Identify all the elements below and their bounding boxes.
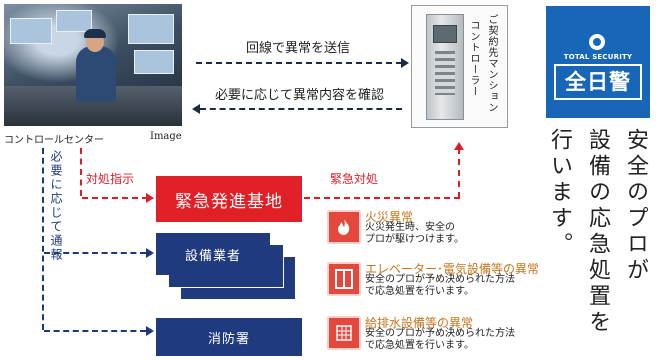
incident-desc-line1: 火災発生時、安全の <box>365 222 455 233</box>
send-alert-label: 回線で異常を送信 <box>246 41 351 56</box>
incident-desc-line2: プロが駆けつけます。 <box>365 234 464 245</box>
emergency-response-vertical <box>458 148 460 198</box>
instruction-arrow <box>146 193 154 203</box>
mansion-label: ご契約先マンション <box>486 14 497 113</box>
company-logo: TOTAL SECURITY 全日警 <box>546 6 650 118</box>
vendor-line <box>44 252 146 254</box>
equipment-vendor-node: 設備業者 <box>156 233 270 275</box>
logo-emblem-icon <box>589 34 605 50</box>
photo-caption: コントロールセンター <box>4 135 104 146</box>
plumbing-icon <box>327 316 361 350</box>
incident-title: 給排水設備等の異常 <box>365 316 474 330</box>
fire-station-node: 消防署 <box>156 318 302 356</box>
instruction-label: 対処指示 <box>86 172 135 186</box>
incident-elevator: エレベーター･電気設備等の異常 安全のプロが予め決められた方法 で応急処置を行い… <box>327 262 539 297</box>
vendor-arrow <box>146 248 154 258</box>
incident-desc-line2: で応急処置を行います。 <box>365 340 474 351</box>
controller-label: コントローラー <box>468 20 479 97</box>
incident-desc-line2: で応急処置を行います。 <box>365 286 474 297</box>
elevator-icon <box>327 262 361 296</box>
headline-line2: 設備の応急処置を <box>585 128 610 336</box>
incident-title: 火災異常 <box>365 210 414 224</box>
confirm-details-line <box>200 108 402 110</box>
control-center-photo <box>4 4 182 126</box>
fire-station-line <box>44 330 146 332</box>
emergency-base-node: 緊急発進基地 <box>156 176 302 222</box>
controller-panel: コントローラー ご契約先マンション <box>411 5 508 128</box>
headline-line3: 行います。 <box>547 128 572 258</box>
confirm-details-arrow <box>192 104 200 114</box>
controller-device-image <box>426 14 464 120</box>
fire-icon <box>327 210 361 244</box>
incident-desc-line1: 安全のプロが予め決められた方法 <box>365 328 515 339</box>
incident-fire: 火災異常 火災発生時、安全の プロが駆けつけます。 <box>327 210 464 245</box>
send-alert-arrow <box>401 58 409 68</box>
incident-title: エレベーター･電気設備等の異常 <box>365 262 540 276</box>
confirm-details-label: 必要に応じて異常内容を確認 <box>215 88 385 103</box>
notify-vertical-line <box>42 148 44 330</box>
emergency-response-line <box>304 197 460 199</box>
emergency-response-label: 緊急対処 <box>330 172 379 186</box>
notify-label: 必要に応じて通報 <box>49 150 63 262</box>
send-alert-line <box>196 62 402 64</box>
fire-station-arrow <box>146 326 154 336</box>
emergency-response-arrow <box>454 142 464 150</box>
incident-desc-line1: 安全のプロが予め決められた方法 <box>365 274 515 285</box>
instruction-vertical-line <box>80 148 82 196</box>
incident-plumbing: 給排水設備等の異常 安全のプロが予め決められた方法 で応急処置を行います。 <box>327 316 515 351</box>
image-note: Image <box>150 131 182 142</box>
headline-line1: 安全のプロが <box>623 128 648 284</box>
instruction-line <box>82 197 148 199</box>
